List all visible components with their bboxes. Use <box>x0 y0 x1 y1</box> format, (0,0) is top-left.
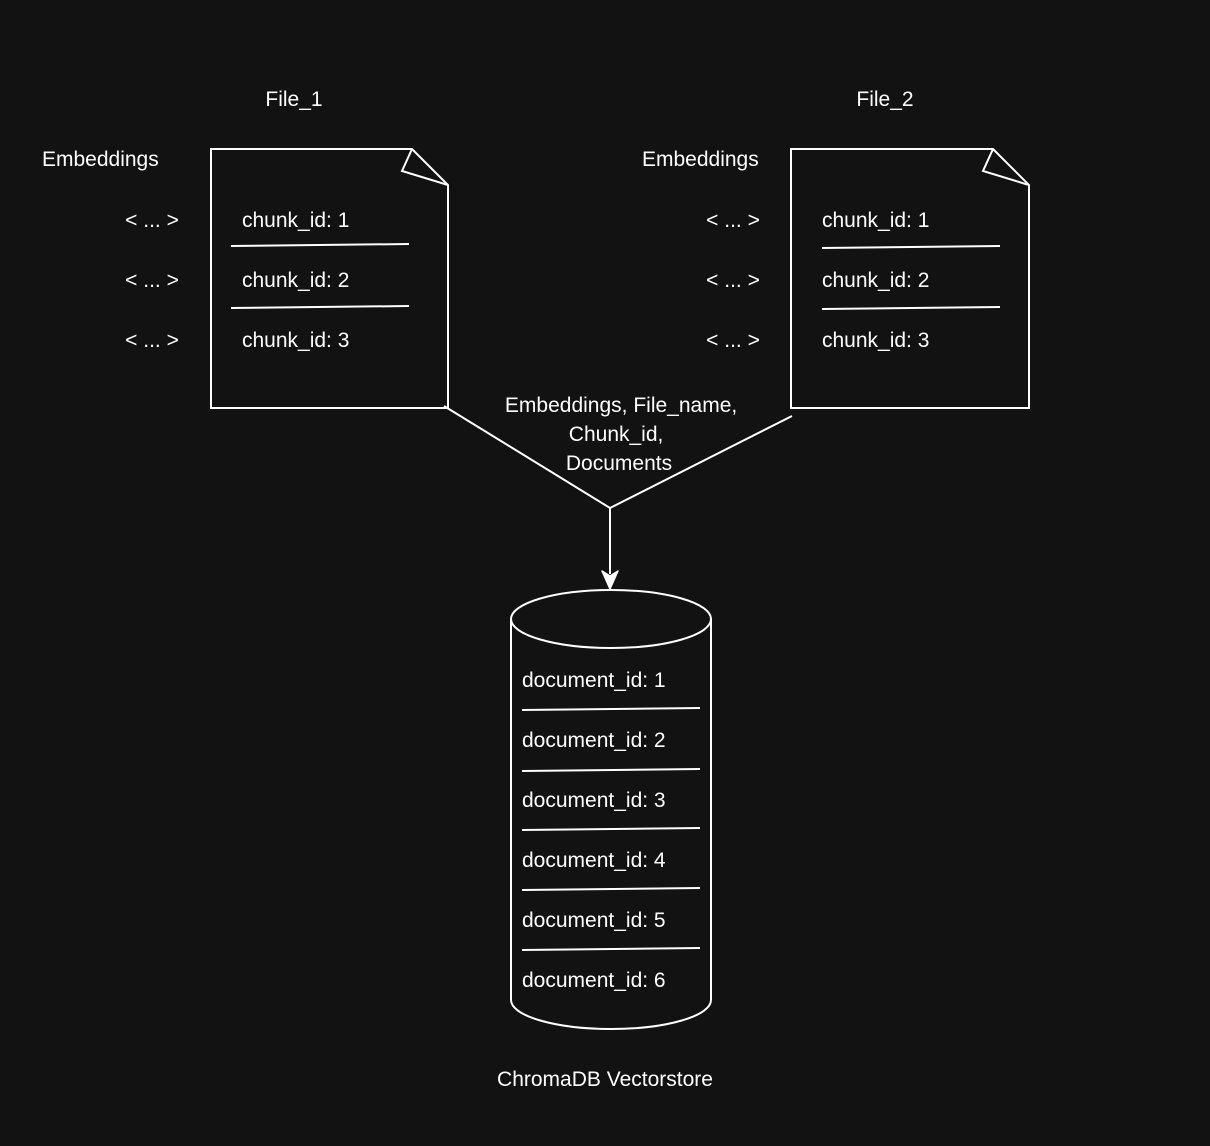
file-1-page-fold <box>400 148 449 186</box>
document-id-2: document_id: 2 <box>522 729 666 752</box>
document-id-3: document_id: 3 <box>522 789 666 812</box>
file-1-group: File_1 Embeddings < ... > < ... > < ... … <box>42 88 449 409</box>
document-divider-4 <box>521 887 701 891</box>
document-divider-1 <box>521 707 701 711</box>
file-2-document-shape <box>790 148 1030 409</box>
file-2-embedding-3: < ... > <box>706 329 760 352</box>
flow-label: Embeddings, File_name, Chunk_id, Documen… <box>505 394 743 475</box>
flow-label-line-2: Chunk_id, <box>569 423 664 446</box>
vectorstore-cylinder: document_id: 1 document_id: 2 document_i… <box>510 589 712 1030</box>
cylinder-body <box>510 619 712 1030</box>
vectorstore-name: ChromaDB Vectorstore <box>497 1068 713 1091</box>
file-1-document-shape <box>210 148 449 409</box>
file-1-chunk-2: chunk_id: 2 <box>242 269 349 292</box>
file-2-title: File_2 <box>856 88 913 111</box>
document-divider-5 <box>521 947 701 951</box>
file-1-chunk-3: chunk_id: 3 <box>242 329 349 352</box>
file-1-title: File_1 <box>265 88 322 111</box>
file-1-embedding-1: < ... > <box>125 209 179 232</box>
file-2-embedding-1: < ... > <box>706 209 760 232</box>
file-1-embeddings-label: Embeddings <box>42 148 159 171</box>
arrow-down-icon <box>601 570 619 590</box>
document-id-6: document_id: 6 <box>522 969 666 992</box>
file-2-page-fold <box>981 148 1030 186</box>
file-1-divider-1 <box>230 243 410 247</box>
file-2-chunk-3: chunk_id: 3 <box>822 329 929 352</box>
flow-label-line-1: Embeddings, File_name, <box>505 394 737 417</box>
file-2-divider-2 <box>821 306 1001 310</box>
file-1-divider-2 <box>230 305 410 309</box>
document-id-1: document_id: 1 <box>522 669 666 692</box>
file-2-divider-1 <box>821 245 1001 249</box>
flow-label-line-3: Documents <box>566 452 672 475</box>
document-id-5: document_id: 5 <box>522 909 666 932</box>
document-divider-2 <box>521 768 701 772</box>
merge-connector: Embeddings, File_name, Chunk_id, Documen… <box>443 394 793 590</box>
file-2-embedding-2: < ... > <box>706 269 760 292</box>
file-2-embeddings-label: Embeddings <box>642 148 759 171</box>
cylinder-top <box>510 589 712 649</box>
file-2-chunk-1: chunk_id: 1 <box>822 209 929 232</box>
file-1-embedding-3: < ... > <box>125 329 179 352</box>
file-2-chunk-2: chunk_id: 2 <box>822 269 929 292</box>
document-divider-3 <box>521 827 701 831</box>
file-1-chunk-1: chunk_id: 1 <box>242 209 349 232</box>
file-1-embedding-2: < ... > <box>125 269 179 292</box>
file-2-group: File_2 Embeddings < ... > < ... > < ... … <box>642 88 1030 409</box>
document-id-4: document_id: 4 <box>522 849 666 872</box>
